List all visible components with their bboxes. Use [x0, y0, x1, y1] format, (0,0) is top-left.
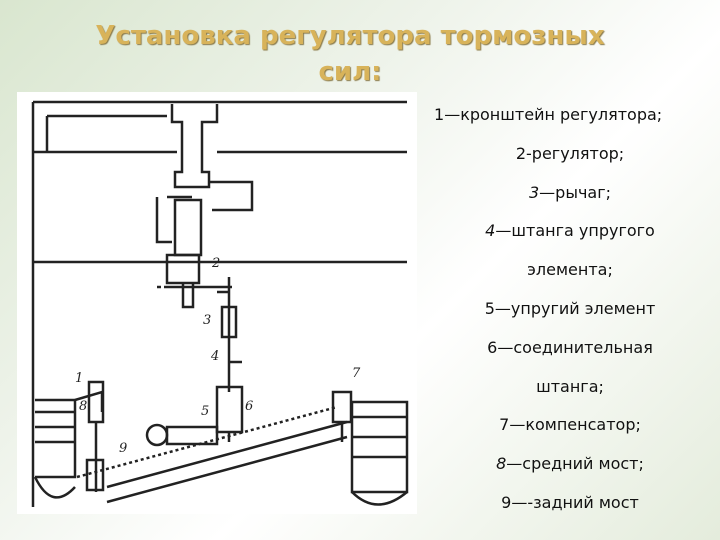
legend-text: —соединительная: [497, 337, 653, 357]
legend-item: 7—компенсатор;: [420, 406, 720, 445]
legend-item: 1—кронштейн регулятора;: [420, 96, 720, 135]
legend-item: 4—штанга упругого: [420, 212, 720, 251]
legend-number: 9: [501, 492, 512, 512]
legend-item: 9—-задний мост: [420, 484, 720, 523]
legend-number: 1: [434, 105, 445, 124]
slide-title-line-1: Установка регулятора тормозных: [95, 21, 605, 51]
slide-title: Установка регулятора тормозных сил:: [40, 18, 660, 90]
callout-5: 5: [201, 404, 209, 419]
legend-text: —рычаг;: [539, 182, 612, 202]
middle-axle-housing: [35, 398, 77, 479]
i-beam: [170, 104, 219, 189]
diagonal-link-upper: [106, 420, 348, 489]
brake-regulator-diagram: 1 2 3 4 5 6 7 8 9: [17, 92, 417, 514]
callout-2: 2: [211, 256, 220, 271]
legend-item: 6—соединительная: [420, 329, 720, 368]
legend-text: элемента;: [527, 260, 613, 280]
callout-3: 3: [203, 313, 211, 328]
legend-list: 1—кронштейн регулятора; 2-регулятор; 3—р…: [420, 96, 720, 523]
callout-9: 9: [119, 441, 127, 456]
connecting-rod-joint: [215, 385, 244, 434]
compensator: [165, 425, 219, 446]
legend-item: элемента;: [420, 251, 720, 290]
legend-item: штанга;: [420, 368, 720, 407]
legend-item: 5—упругий элемент: [420, 290, 720, 329]
callout-8: 8: [79, 399, 87, 414]
legend-text: —средний мост;: [506, 454, 644, 474]
legend-number: 4: [485, 221, 496, 241]
legend-item: 8—средний мост;: [420, 445, 720, 484]
legend-number: 5: [484, 298, 495, 318]
rear-axle-housing: [350, 400, 409, 494]
callout-7: 7: [352, 366, 361, 381]
legend-item: 2-регулятор;: [420, 135, 720, 174]
callout-6: 6: [245, 399, 253, 414]
legend-number: 6: [487, 337, 498, 357]
bracket-plate: [209, 180, 254, 212]
diagram-svg: 1 2 3 4 5 6 7 8 9: [31, 100, 409, 507]
legend-item: 3—рычаг;: [420, 174, 720, 213]
regulator-body: [173, 198, 203, 257]
slide-title-line-2: сил:: [318, 57, 382, 87]
legend-number: 8: [496, 454, 507, 474]
legend-text: —штанга упругого: [495, 221, 655, 241]
legend-text: —компенсатор;: [509, 415, 641, 435]
diagonal-link-lower: [106, 435, 348, 504]
legend-number: 3: [528, 182, 540, 202]
callout-4: 4: [210, 349, 219, 364]
legend-text: -регулятор;: [526, 143, 625, 163]
legend-number: 2: [515, 143, 527, 163]
legend-text: —упругий элемент: [494, 298, 656, 318]
legend-text: —кронштейн регулятора;: [444, 105, 663, 124]
legend-text: штанга;: [536, 376, 604, 396]
callout-1: 1: [75, 371, 83, 386]
regulator-bracket: [155, 197, 172, 244]
legend-number: 7: [499, 415, 510, 435]
legend-text: —-задний мост: [511, 492, 639, 512]
